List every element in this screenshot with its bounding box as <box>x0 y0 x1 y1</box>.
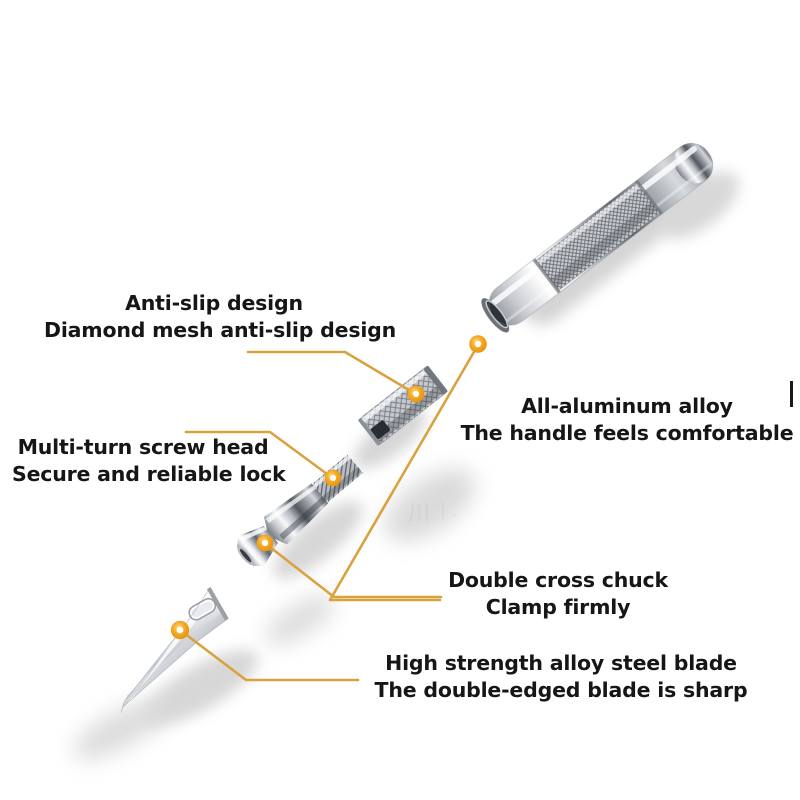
handle-knurl-section <box>532 179 664 294</box>
clipped-edge-glyph <box>788 381 800 411</box>
anchor-dot-blade <box>170 620 190 640</box>
leader-screw-head <box>184 430 333 479</box>
anchor-dot-anti-slip <box>407 385 425 403</box>
callout-screw-head: Multi-turn screw head Secure and reliabl… <box>12 434 286 488</box>
callout-aluminum-handle-line-2: The handle feels comfortable <box>460 421 794 445</box>
svg-text:川: 川 <box>408 501 430 526</box>
part-blade[interactable] <box>89 586 242 713</box>
leader-blade <box>178 628 360 682</box>
blade-mounting-slot <box>188 597 217 621</box>
callout-steel-blade-line-1: High strength alloy steel blade <box>385 651 737 675</box>
part-aluminum-handle[interactable] <box>477 136 721 337</box>
callout-anti-slip: Anti-slip design Diamond mesh anti-slip … <box>44 290 397 344</box>
callout-anti-slip-line-2: Diamond mesh anti-slip design <box>44 318 397 342</box>
anchor-dot-aluminum-handle <box>469 335 487 353</box>
callout-anti-slip-line-1: Anti-slip design <box>125 291 303 315</box>
callout-screw-head-line-2: Secure and reliable lock <box>12 462 286 486</box>
svg-text:| .: | . <box>440 500 458 521</box>
leader-anti-slip <box>246 350 416 395</box>
anchor-dots <box>170 335 487 640</box>
anchor-dot-cross-chuck <box>256 534 274 552</box>
callout-steel-blade-line-2: The double-edged blade is sharp <box>374 678 748 702</box>
callout-cross-chuck: Double cross chuck Clamp firmly <box>432 567 684 621</box>
leader-lines <box>178 343 480 682</box>
watermark: 川 | . <box>408 500 458 526</box>
leader-aluminum-handle <box>328 343 480 602</box>
callout-aluminum-handle: All-aluminum alloy The handle feels comf… <box>452 393 800 447</box>
callout-steel-blade: High strength alloy steel blade The doub… <box>372 650 750 704</box>
part-knurled-ferrule[interactable] <box>358 365 448 446</box>
callout-aluminum-handle-line-1: All-aluminum alloy <box>521 394 733 418</box>
callout-cross-chuck-line-2: Clamp firmly <box>485 595 631 619</box>
part-collet-chuck[interactable] <box>230 448 368 573</box>
callout-screw-head-line-1: Multi-turn screw head <box>17 435 269 459</box>
leader-cross-chuck <box>264 542 443 599</box>
callout-cross-chuck-line-1: Double cross chuck <box>448 568 668 592</box>
anchor-dot-screw-head <box>324 469 342 487</box>
